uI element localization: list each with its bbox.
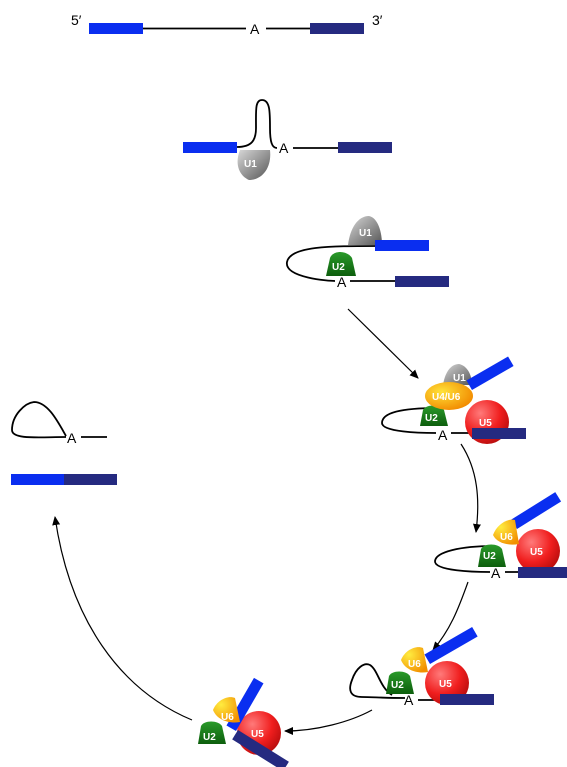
stage-activated-spliceosome: A U5 U2 U6 [434,492,567,581]
branch-point-label: A [438,427,448,443]
u6-label: U6 [500,532,513,543]
u2-label: U2 [332,262,345,273]
u5-label: U5 [439,679,452,690]
u2-label: U2 [391,680,404,691]
exon-1 [183,142,237,153]
exon-1 [375,240,429,251]
arrow-icon [432,581,469,651]
arrow-icon [52,516,193,721]
branch-point-label: A [250,21,260,37]
u4-u6-label: U4/U6 [432,392,461,403]
u5-label: U5 [479,418,492,429]
u1-label: U1 [359,228,372,239]
u6-snrnp [401,647,428,673]
u5-label: U5 [530,547,543,558]
u5-snrnp [516,529,560,573]
exon-1 [424,626,478,664]
intron-loop [286,245,379,282]
branch-point-label: A [67,430,77,446]
arrow-icon [347,308,419,379]
exon-2 [395,276,449,287]
u6-snrnp [493,519,519,545]
u2-snrnp [198,721,226,744]
lariat-intron [11,401,67,439]
intron-loop [434,545,495,573]
three-prime-label: 3′ [372,12,383,28]
exon-1 [466,356,514,391]
exon-1 [89,23,143,34]
intron-loop [236,99,278,149]
arrow-icon [460,443,481,533]
u1-snrnp [443,364,472,385]
u6-snrnp [213,697,240,723]
u5-label: U5 [251,729,264,740]
exon-2 [338,142,392,153]
intron-loop [381,407,439,434]
exon-1 [11,474,64,485]
branch-point-label: A [279,140,289,156]
arrow-icon [284,709,373,735]
stage-u1-binding: A U1 [183,99,392,180]
branch-point-label: A [491,565,501,581]
branch-point-label: A [404,692,414,708]
exon-2 [518,567,567,578]
five-prime-label: 5′ [71,12,82,28]
u2-label: U2 [483,551,496,562]
u2-snrnp [326,252,356,276]
u2-label: U2 [203,732,216,743]
u2-snrnp [386,671,414,694]
exon-1 [511,492,562,529]
stage-exon-ligation: U5 U2 U6 [198,677,289,767]
u2-snrnp [478,544,506,567]
exon-2 [472,428,526,439]
u1-snrnp [348,216,382,245]
stage-lariat-formation: A U5 U2 U6 [349,626,494,708]
u1-label: U1 [453,373,466,384]
exon-2 [440,694,494,705]
u2-label: U2 [425,413,438,424]
exon-2 [310,23,364,34]
u2-snrnp [420,405,448,426]
branch-point-label: A [337,274,347,290]
intron-lariat [349,663,406,699]
u4-u6-snrnp [425,382,473,410]
stage-tri-snrnp-join: A U1 U5 U2 U4/U6 [381,356,526,444]
stage-pre-mrna: 5′ A 3′ [71,12,383,37]
u1-label: U1 [244,159,257,170]
u1-snrnp [237,150,271,180]
u6-label: U6 [221,712,234,723]
stage-u1-u2: A U1 U2 [286,216,449,290]
exon-2 [64,474,117,485]
exon-2 [232,730,289,767]
stage-products: A [11,401,117,485]
u6-label: U6 [408,659,421,670]
